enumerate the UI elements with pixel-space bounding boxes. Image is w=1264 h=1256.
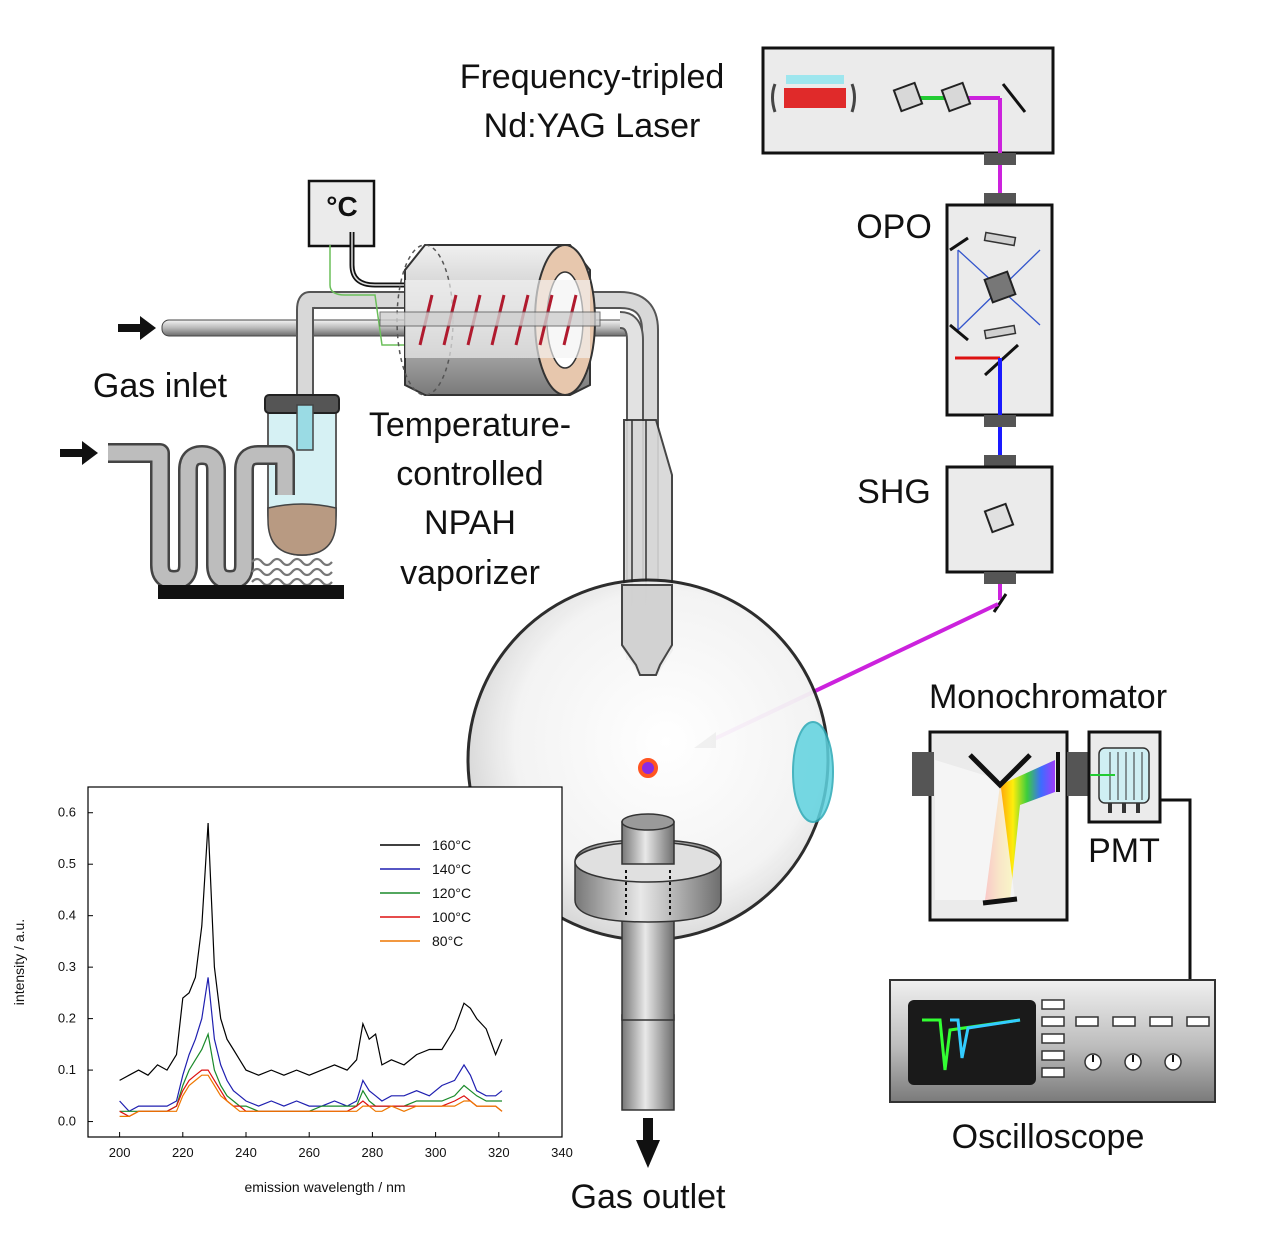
x-tick-label: 280 bbox=[362, 1145, 384, 1160]
chart-x-axis-title: emission wavelength / nm bbox=[244, 1179, 405, 1195]
connector-opo-shg-bottom bbox=[984, 455, 1016, 467]
connector-laser-opo-bottom bbox=[984, 193, 1016, 205]
oscilloscope-label: Oscilloscope bbox=[952, 1118, 1145, 1156]
legend-label: 100°C bbox=[432, 909, 471, 925]
x-tick-label: 340 bbox=[551, 1145, 573, 1160]
vaporizer-label-line4: vaporizer bbox=[400, 554, 540, 592]
laser-label-line1: Frequency-tripled bbox=[460, 58, 725, 96]
heater-coils bbox=[251, 557, 333, 587]
x-tick-label: 260 bbox=[298, 1145, 320, 1160]
y-tick-label: 0.6 bbox=[58, 805, 76, 820]
monochromator-label: Monochromator bbox=[929, 678, 1167, 716]
y-tick-label: 0.4 bbox=[58, 908, 76, 923]
vaporizer-label-line3: NPAH bbox=[424, 504, 516, 542]
legend-label: 160°C bbox=[432, 837, 471, 853]
gas-outlet-arrow bbox=[636, 1118, 660, 1168]
x-tick-label: 300 bbox=[425, 1145, 447, 1160]
series-line-0 bbox=[119, 822, 503, 1081]
beam-steering-mirror bbox=[992, 593, 1008, 613]
legend-label: 80°C bbox=[432, 933, 463, 949]
legend-label: 140°C bbox=[432, 861, 471, 877]
y-tick-label: 0.0 bbox=[58, 1114, 76, 1129]
y-tick-label: 0.3 bbox=[58, 959, 76, 974]
temperature-unit-label: °C bbox=[326, 191, 357, 222]
y-tick-label: 0.5 bbox=[58, 856, 76, 871]
gas-inlet-arrow-lower bbox=[60, 441, 98, 465]
opo-box bbox=[945, 203, 1054, 460]
gas-outlet-label: Gas outlet bbox=[571, 1178, 727, 1216]
opo-label: OPO bbox=[856, 208, 932, 246]
gas-inlet-arrow-upper bbox=[118, 316, 156, 340]
series-line-1 bbox=[119, 977, 503, 1113]
emission-spectrum-chart: 200 220 240 260 280 300 320 340 0.0 0.1 0.2 0.3 0.4 0… bbox=[11, 786, 573, 1195]
x-tick-label: 220 bbox=[172, 1145, 194, 1160]
vaporizer-label-line1: Temperature- bbox=[369, 406, 571, 444]
connector-shg-bottom bbox=[984, 572, 1016, 584]
y-tick-label: 0.2 bbox=[58, 1011, 76, 1026]
connector-opo-shg-top bbox=[984, 415, 1016, 427]
chart-plot-frame bbox=[87, 786, 563, 1138]
shg-box bbox=[945, 465, 1054, 574]
monochromator-box bbox=[912, 730, 1089, 922]
vaporizer-label-line2: controlled bbox=[396, 455, 543, 493]
pmt-box bbox=[1087, 730, 1162, 824]
chart-background bbox=[88, 787, 562, 1137]
gas-inlet-label: Gas inlet bbox=[93, 367, 228, 405]
laser-box bbox=[761, 46, 1055, 600]
shg-label: SHG bbox=[857, 473, 931, 511]
pmt-label: PMT bbox=[1088, 832, 1160, 870]
x-tick-label: 240 bbox=[235, 1145, 257, 1160]
legend-label: 120°C bbox=[432, 885, 471, 901]
chart-y-axis-title: intensity / a.u. bbox=[11, 919, 27, 1005]
laser-label-line2: Nd:YAG Laser bbox=[484, 107, 701, 145]
temperature-controller bbox=[307, 179, 420, 346]
pmt-signal-cable bbox=[1160, 798, 1192, 980]
connector-laser-opo-top bbox=[984, 153, 1016, 165]
npah-vaporizer bbox=[379, 244, 601, 396]
x-tick-label: 200 bbox=[109, 1145, 131, 1160]
y-tick-label: 0.1 bbox=[58, 1062, 76, 1077]
coiled-preheat-pipe bbox=[108, 443, 295, 590]
series-line-4 bbox=[119, 1074, 503, 1118]
x-tick-label: 320 bbox=[488, 1145, 510, 1160]
hot-plate bbox=[158, 585, 344, 599]
oscilloscope bbox=[889, 979, 1216, 1103]
